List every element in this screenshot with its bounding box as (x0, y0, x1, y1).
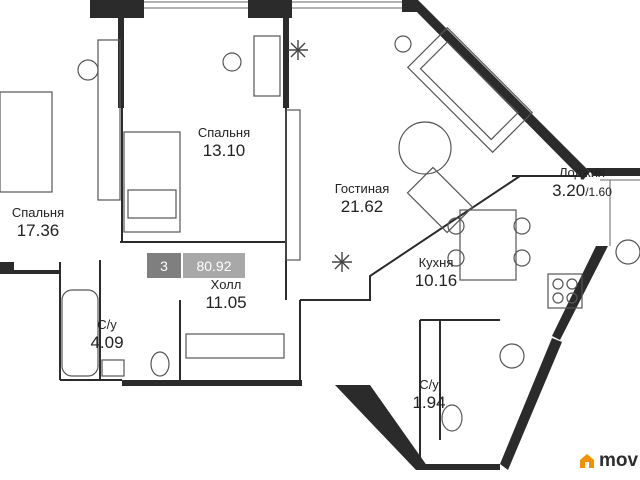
wardrobe-right (285, 109, 301, 261)
summary-badge: 3 80.92 (147, 253, 245, 278)
room-area: 17.36 (16, 220, 60, 240)
plants (288, 40, 352, 272)
room-name: Холл (210, 277, 242, 292)
room-name: Лоджия (558, 165, 606, 180)
room-name: Спальня (11, 205, 65, 220)
kitchen-sink (499, 343, 525, 369)
room-name: Гостиная (334, 181, 390, 196)
room-bathroom: С/у 4.09 (84, 317, 130, 352)
loggia-chair (615, 239, 640, 265)
rooms-count: 3 (147, 253, 181, 278)
desk (253, 35, 281, 97)
coffee-table (398, 121, 452, 175)
chair (222, 52, 242, 72)
wardrobe-center (97, 39, 121, 201)
bed-center (123, 131, 181, 233)
room-name: Кухня (418, 255, 454, 270)
room-name: Спальня (197, 125, 251, 140)
room-bedroom-center: Спальня 13.10 (188, 125, 260, 160)
brand-logo: mov (578, 450, 638, 472)
room-kitchen: Кухня 10.16 (408, 255, 464, 290)
room-living: Гостиная 21.62 (322, 181, 402, 216)
room-toilet: С/у 1.94 (406, 377, 452, 412)
total-area: 80.92 (183, 253, 245, 278)
room-area: 11.05 (205, 292, 247, 312)
room-bedroom-left: Спальня 17.36 (6, 205, 70, 240)
room-area: 1.94 (412, 392, 446, 412)
interior-walls (59, 108, 586, 464)
room-area: 3.20/1.60 (544, 181, 620, 201)
room-area: 10.16 (414, 270, 458, 290)
dining-table (459, 209, 517, 281)
room-hall: Холл 11.05 (196, 277, 256, 312)
brand-name: mov (599, 450, 639, 471)
room-area: 21.62 (340, 196, 384, 216)
sofa (406, 26, 534, 154)
room-name: С/у (97, 317, 117, 332)
room-area: 13.10 (202, 140, 246, 160)
lamp (77, 59, 99, 81)
room-area: 4.09 (90, 332, 124, 352)
bed-left (0, 91, 53, 193)
room-loggia: Лоджия 3.20/1.60 (544, 165, 620, 201)
toilet-bath (150, 351, 170, 377)
windows (144, 1, 640, 246)
hall-cabinet (185, 333, 285, 359)
furniture (0, 26, 640, 432)
stove (547, 273, 583, 309)
sink-bath (101, 359, 125, 377)
toilet-wc (441, 404, 463, 432)
house-icon (580, 454, 594, 468)
side-table (394, 35, 412, 53)
bathtub (61, 289, 99, 377)
loggia-area-sub: /1.60 (585, 184, 612, 199)
loggia-area-main: 3.20 (552, 180, 586, 200)
walls (0, 0, 640, 470)
room-name: С/у (419, 377, 439, 392)
